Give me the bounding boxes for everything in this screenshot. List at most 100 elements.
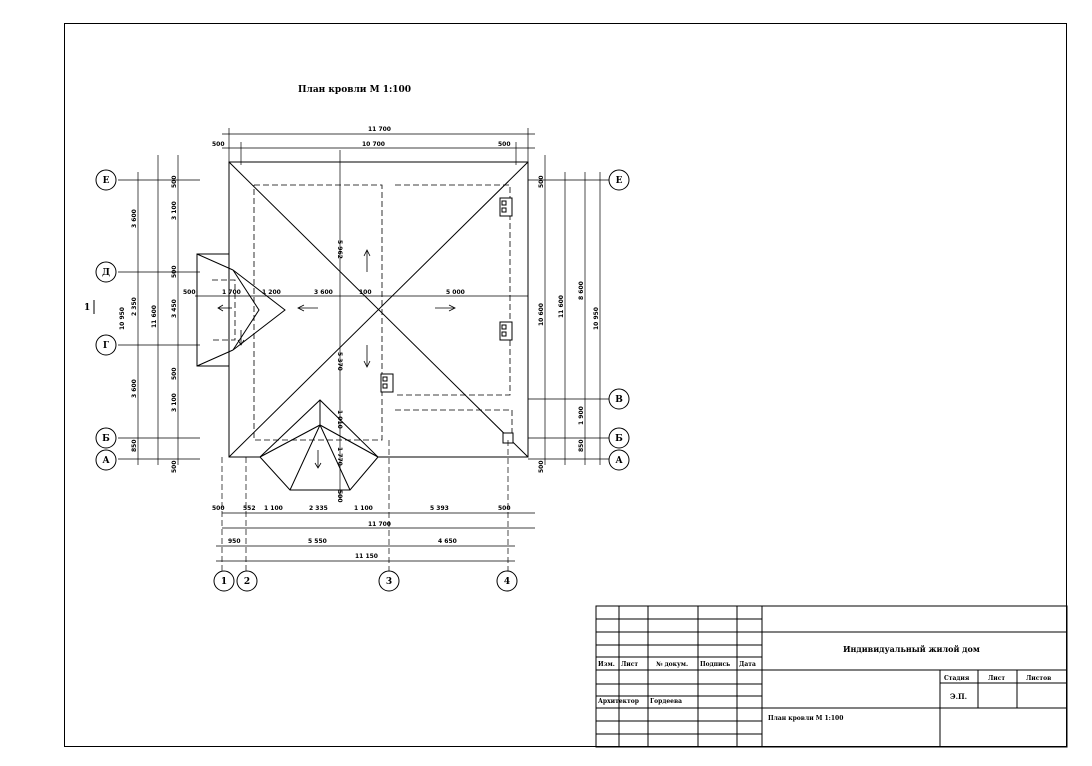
right-dim-h: 500: [538, 460, 545, 473]
top-dim-inner: 10 700: [362, 141, 385, 148]
bottom-dormer-hip-2: [319, 424, 379, 458]
left-dormer-hip-2: [196, 349, 234, 367]
left-dims: [118, 155, 200, 465]
top-dim-left: 500: [212, 141, 225, 148]
arrow-right-head: [448, 304, 456, 312]
left-dim-h: 3 600: [131, 379, 138, 398]
inner-dim-v2: 5 370: [336, 352, 343, 371]
right-dim-d: 8 600: [578, 281, 585, 300]
title-block-frame: [595, 605, 1068, 748]
vent-2-hole-b: [501, 331, 507, 337]
title-block: [595, 605, 1068, 748]
vent-1-hole-b: [501, 207, 507, 213]
left-dim-e: 3 450: [171, 299, 178, 318]
axis-label-3: 3: [386, 577, 392, 587]
left-dim-b: 3 100: [171, 201, 178, 220]
tb-sheet-title: План кровли М 1:100: [768, 715, 843, 722]
arrow-dormer-down-head: [237, 339, 245, 346]
inner-dim-h2: 1 700: [222, 289, 241, 296]
vent-1-hole-a: [501, 200, 507, 206]
axis-label-D: Д: [102, 268, 110, 278]
bottom-dormer-hip-3: [289, 424, 321, 491]
tb-stage-value: Э.П.: [950, 692, 967, 701]
wall-outline-dashed: [212, 184, 513, 441]
right-dim-c: 11 600: [558, 295, 565, 318]
inner-dim-h5: 100: [359, 289, 372, 296]
tb-header-sign: Подпись: [700, 661, 730, 668]
bottom-dormer-hip-4: [319, 424, 351, 491]
right-dim-f: 1 900: [578, 406, 585, 425]
left-dim-d: 2 350: [131, 297, 138, 316]
axis-label-V: В: [615, 395, 623, 405]
axis-bubble-G: [95, 334, 117, 356]
axis-label-E-left: Е: [103, 176, 110, 186]
axis-bubble-4: [496, 570, 518, 592]
axis-bubbles: [95, 169, 630, 592]
left-dim-k: 850: [131, 439, 138, 452]
bottom-dim-7: 500: [498, 505, 511, 512]
left-dormer-outer: [232, 269, 286, 351]
left-dim-c: 500: [171, 175, 178, 188]
axis-label-1: 1: [221, 577, 227, 587]
axis-bubble-2: [236, 570, 258, 592]
right-dim-b: 10 600: [538, 303, 545, 326]
top-dims: [222, 128, 535, 165]
bottom-dim-6: 5 393: [430, 505, 449, 512]
tb-role-name: Гордеева: [650, 698, 682, 705]
top-dim-right: 500: [498, 141, 511, 148]
section-mark: 1: [84, 303, 90, 313]
axis-label-G: Г: [103, 341, 110, 351]
bottom-dim-5: 1 100: [354, 505, 373, 512]
arrow-left-head: [297, 304, 305, 312]
bottom-dim-total: 11 700: [368, 521, 391, 528]
inner-dim-h3: 1 200: [262, 289, 281, 296]
left-dim-j: 500: [171, 367, 178, 380]
vent-2-hole-a: [501, 324, 507, 330]
axis-label-A-left: А: [102, 456, 110, 466]
axis-bubble-3: [378, 570, 400, 592]
drawing-title: План кровли М 1:100: [298, 85, 411, 95]
left-dim-l: 500: [171, 460, 178, 473]
arrow-down-head: [363, 360, 371, 368]
axis-bubble-B-left: [95, 427, 117, 449]
tb-project-name: Индивидуальный жилой дом: [843, 644, 980, 654]
top-dim-outer: 11 700: [368, 126, 391, 133]
bottom-dormer: [259, 399, 379, 491]
axis-bubble-A-left: [95, 449, 117, 471]
arrow-dormer-left-head: [217, 304, 224, 312]
right-dim-a: 500: [538, 175, 545, 188]
wall-right: [395, 184, 511, 396]
sheet-frame: [64, 23, 1067, 747]
tb-stage-label: Стадия: [944, 675, 970, 682]
internal-dims: [195, 150, 528, 500]
wall-left: [253, 184, 383, 441]
left-dim-g: 11 600: [151, 305, 158, 328]
arrow-bottom-down-head: [314, 462, 322, 469]
axis-bubble-D: [95, 261, 117, 283]
tb-sheets-label: Листов: [1026, 675, 1051, 682]
bottom-dim-row2-3: 4 650: [438, 538, 457, 545]
axis-bubble-E-left: [95, 169, 117, 191]
axis-label-E-right: Е: [616, 176, 623, 186]
slope-arrows: [217, 249, 456, 469]
arrow-up-head: [363, 249, 371, 257]
inner-dim-v1: 5 962: [336, 240, 343, 259]
left-dormer-base: [196, 253, 230, 367]
inner-dim-v4: 1 770: [336, 447, 343, 466]
axis-label-A-right: А: [615, 456, 623, 466]
wall-right-lower: [395, 409, 513, 440]
vent-3-hole-b: [382, 383, 388, 389]
axis-label-B-right: Б: [615, 434, 623, 444]
left-dim-f: 10 950: [119, 307, 126, 330]
tb-header-izm: Изм.: [598, 661, 615, 668]
bottom-dim-2: 552: [243, 505, 256, 512]
bottom-dim-1: 500: [212, 505, 225, 512]
left-dim-m: 500: [171, 265, 178, 278]
inner-dim-h1: 500: [183, 289, 196, 296]
right-dim-e: 10 950: [593, 307, 600, 330]
right-dim-g: 850: [578, 439, 585, 452]
tb-header-list: Лист: [621, 661, 638, 668]
tb-role-label: Архитектор: [598, 698, 639, 705]
wall-dormer: [212, 279, 236, 341]
vents: [380, 197, 514, 444]
